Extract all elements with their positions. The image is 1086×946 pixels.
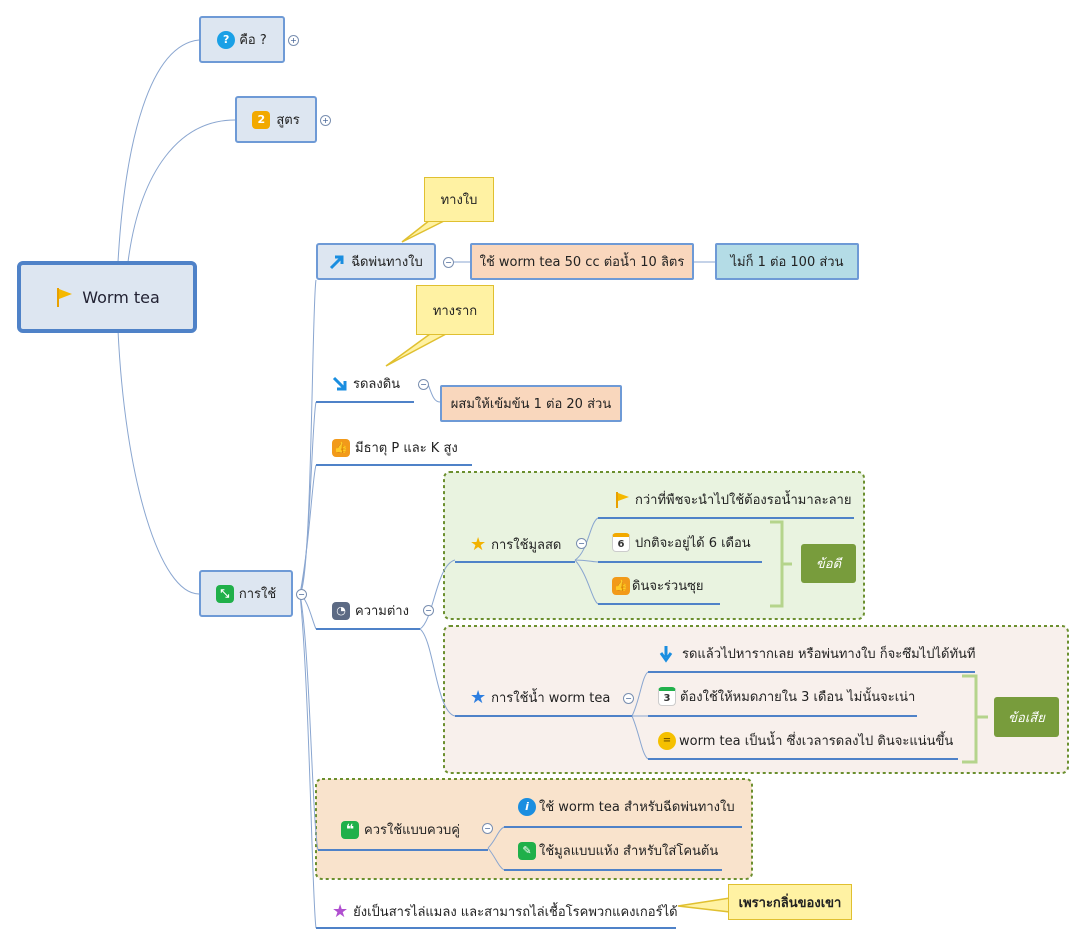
central-label: Worm tea bbox=[82, 287, 160, 307]
neutral-face-icon: = bbox=[658, 731, 676, 750]
pour-topic[interactable]: รดลงดิน bbox=[332, 373, 400, 394]
flag-icon bbox=[616, 491, 629, 508]
fresh-item-3[interactable]: 👍 ดินจะร่วนซุย bbox=[612, 575, 704, 596]
expand-icon: ⤡ bbox=[215, 584, 234, 603]
nutrients-topic[interactable]: 👍 มีธาตุ P และ K สูง bbox=[332, 437, 458, 458]
combine-topic[interactable]: ❝ ควรใช้แบบควบคู่ bbox=[341, 819, 460, 840]
pros-summary[interactable]: ข้อดี bbox=[801, 544, 856, 583]
topic-usage[interactable]: ⤡ การใช้ bbox=[199, 570, 293, 617]
thumbs-up-icon: 👍 bbox=[332, 438, 350, 457]
pros-region bbox=[443, 471, 865, 620]
arrow-down-right-icon bbox=[332, 376, 347, 390]
flag-icon bbox=[57, 288, 73, 307]
topic-formula[interactable]: 2 สูตร bbox=[235, 96, 317, 143]
fresh-topic[interactable]: ★ การใช้มูลสด bbox=[470, 534, 561, 555]
pour-label: รดลงดิน bbox=[353, 377, 401, 392]
calendar-icon: 3 bbox=[658, 687, 676, 706]
number-two-badge: 2 bbox=[252, 110, 271, 129]
pie-chart-icon: ◔ bbox=[332, 601, 350, 620]
arrow-up-right-icon bbox=[330, 255, 344, 269]
cons-summary[interactable]: ข้อเสีย bbox=[994, 697, 1059, 737]
arrow-down-icon bbox=[659, 645, 673, 663]
expand-toggle-formula[interactable]: + bbox=[320, 115, 331, 126]
thumbs-up-icon: 👍 bbox=[612, 576, 630, 595]
fresh-item-1[interactable]: กว่าที่พืชจะนำไปใช้ต้องรอน้ำมาละลาย bbox=[614, 489, 851, 510]
fresh-label: การใช้มูลสด bbox=[491, 538, 562, 553]
quote-icon: ❝ bbox=[341, 820, 359, 839]
combine-region bbox=[315, 778, 753, 880]
calendar-icon: 6 bbox=[612, 533, 630, 552]
combine-label: ควรใช้แบบควบคู่ bbox=[364, 823, 460, 838]
collapse-toggle-usage[interactable]: − bbox=[296, 589, 307, 600]
difference-topic[interactable]: ◔ ความต่าง bbox=[332, 600, 409, 621]
collapse-toggle-pour[interactable]: − bbox=[418, 379, 429, 390]
pencil-icon: ✎ bbox=[518, 841, 536, 860]
liquid-item-3[interactable]: = worm tea เป็นน้ำ ซึ่งเวลารดลงไป ดินจะแ… bbox=[658, 730, 953, 751]
central-topic[interactable]: Worm tea bbox=[17, 261, 197, 333]
question-icon: ? bbox=[217, 30, 236, 49]
topic-what-label: คือ ? bbox=[239, 33, 267, 48]
collapse-toggle-fresh[interactable]: − bbox=[576, 538, 587, 549]
repel-topic[interactable]: ★ ยังเป็นสารไล่แมลง และสามารถไล่เชื้อโรค… bbox=[332, 901, 678, 922]
spray-label: ฉีดพ่นทางใบ bbox=[351, 255, 423, 270]
combine-item-1[interactable]: i ใช้ worm tea สำหรับฉีดพ่นทางใบ bbox=[518, 796, 735, 817]
difference-label: ความต่าง bbox=[355, 604, 409, 619]
topic-what[interactable]: ? คือ ? bbox=[199, 16, 285, 63]
repel-callout: เพราะกลิ่นของเขา bbox=[728, 884, 852, 920]
spray-topic[interactable]: ฉีดพ่นทางใบ bbox=[316, 243, 436, 280]
spray-callout: ทางใบ bbox=[424, 177, 494, 222]
cons-region bbox=[443, 625, 1069, 774]
liquid-label: การใช้น้ำ worm tea bbox=[491, 691, 611, 706]
spray-detail-alt[interactable]: ไม่ก็ 1 ต่อ 100 ส่วน bbox=[715, 243, 859, 280]
fresh-item-2[interactable]: 6 ปกติจะอยู่ได้ 6 เดือน bbox=[612, 532, 751, 553]
nutrients-label: มีธาตุ P และ K สูง bbox=[355, 441, 458, 456]
star-icon: ★ bbox=[470, 687, 487, 708]
liquid-item-1[interactable]: รดแล้วไปหารากเลย หรือพ่นทางใบ ก็จะซึมไปไ… bbox=[658, 643, 975, 664]
pour-detail[interactable]: ผสมให้เข้มข้น 1 ต่อ 20 ส่วน bbox=[440, 385, 622, 422]
topic-formula-label: สูตร bbox=[276, 113, 300, 128]
spray-detail[interactable]: ใช้ worm tea 50 cc ต่อน้ำ 10 ลิตร bbox=[470, 243, 694, 280]
info-icon: i bbox=[518, 797, 536, 816]
combine-item-2[interactable]: ✎ ใช้มูลแบบแห้ง สำหรับใส่โคนต้น bbox=[518, 840, 718, 861]
pour-callout: ทางราก bbox=[416, 285, 494, 335]
liquid-topic[interactable]: ★ การใช้น้ำ worm tea bbox=[470, 687, 610, 708]
collapse-toggle-difference[interactable]: − bbox=[423, 605, 434, 616]
collapse-toggle-spray[interactable]: − bbox=[443, 257, 454, 268]
topic-usage-label: การใช้ bbox=[238, 587, 277, 602]
repel-label: ยังเป็นสารไล่แมลง และสามารถไล่เชื้อโรคพว… bbox=[353, 905, 678, 920]
collapse-toggle-combine[interactable]: − bbox=[482, 823, 493, 834]
star-icon: ★ bbox=[470, 534, 487, 555]
collapse-toggle-liquid[interactable]: − bbox=[623, 693, 634, 704]
star-icon: ★ bbox=[332, 901, 349, 922]
liquid-item-2[interactable]: 3 ต้องใช้ให้หมดภายใน 3 เดือน ไม่นั้นจะเน… bbox=[658, 686, 915, 707]
expand-toggle-what[interactable]: + bbox=[288, 35, 299, 46]
